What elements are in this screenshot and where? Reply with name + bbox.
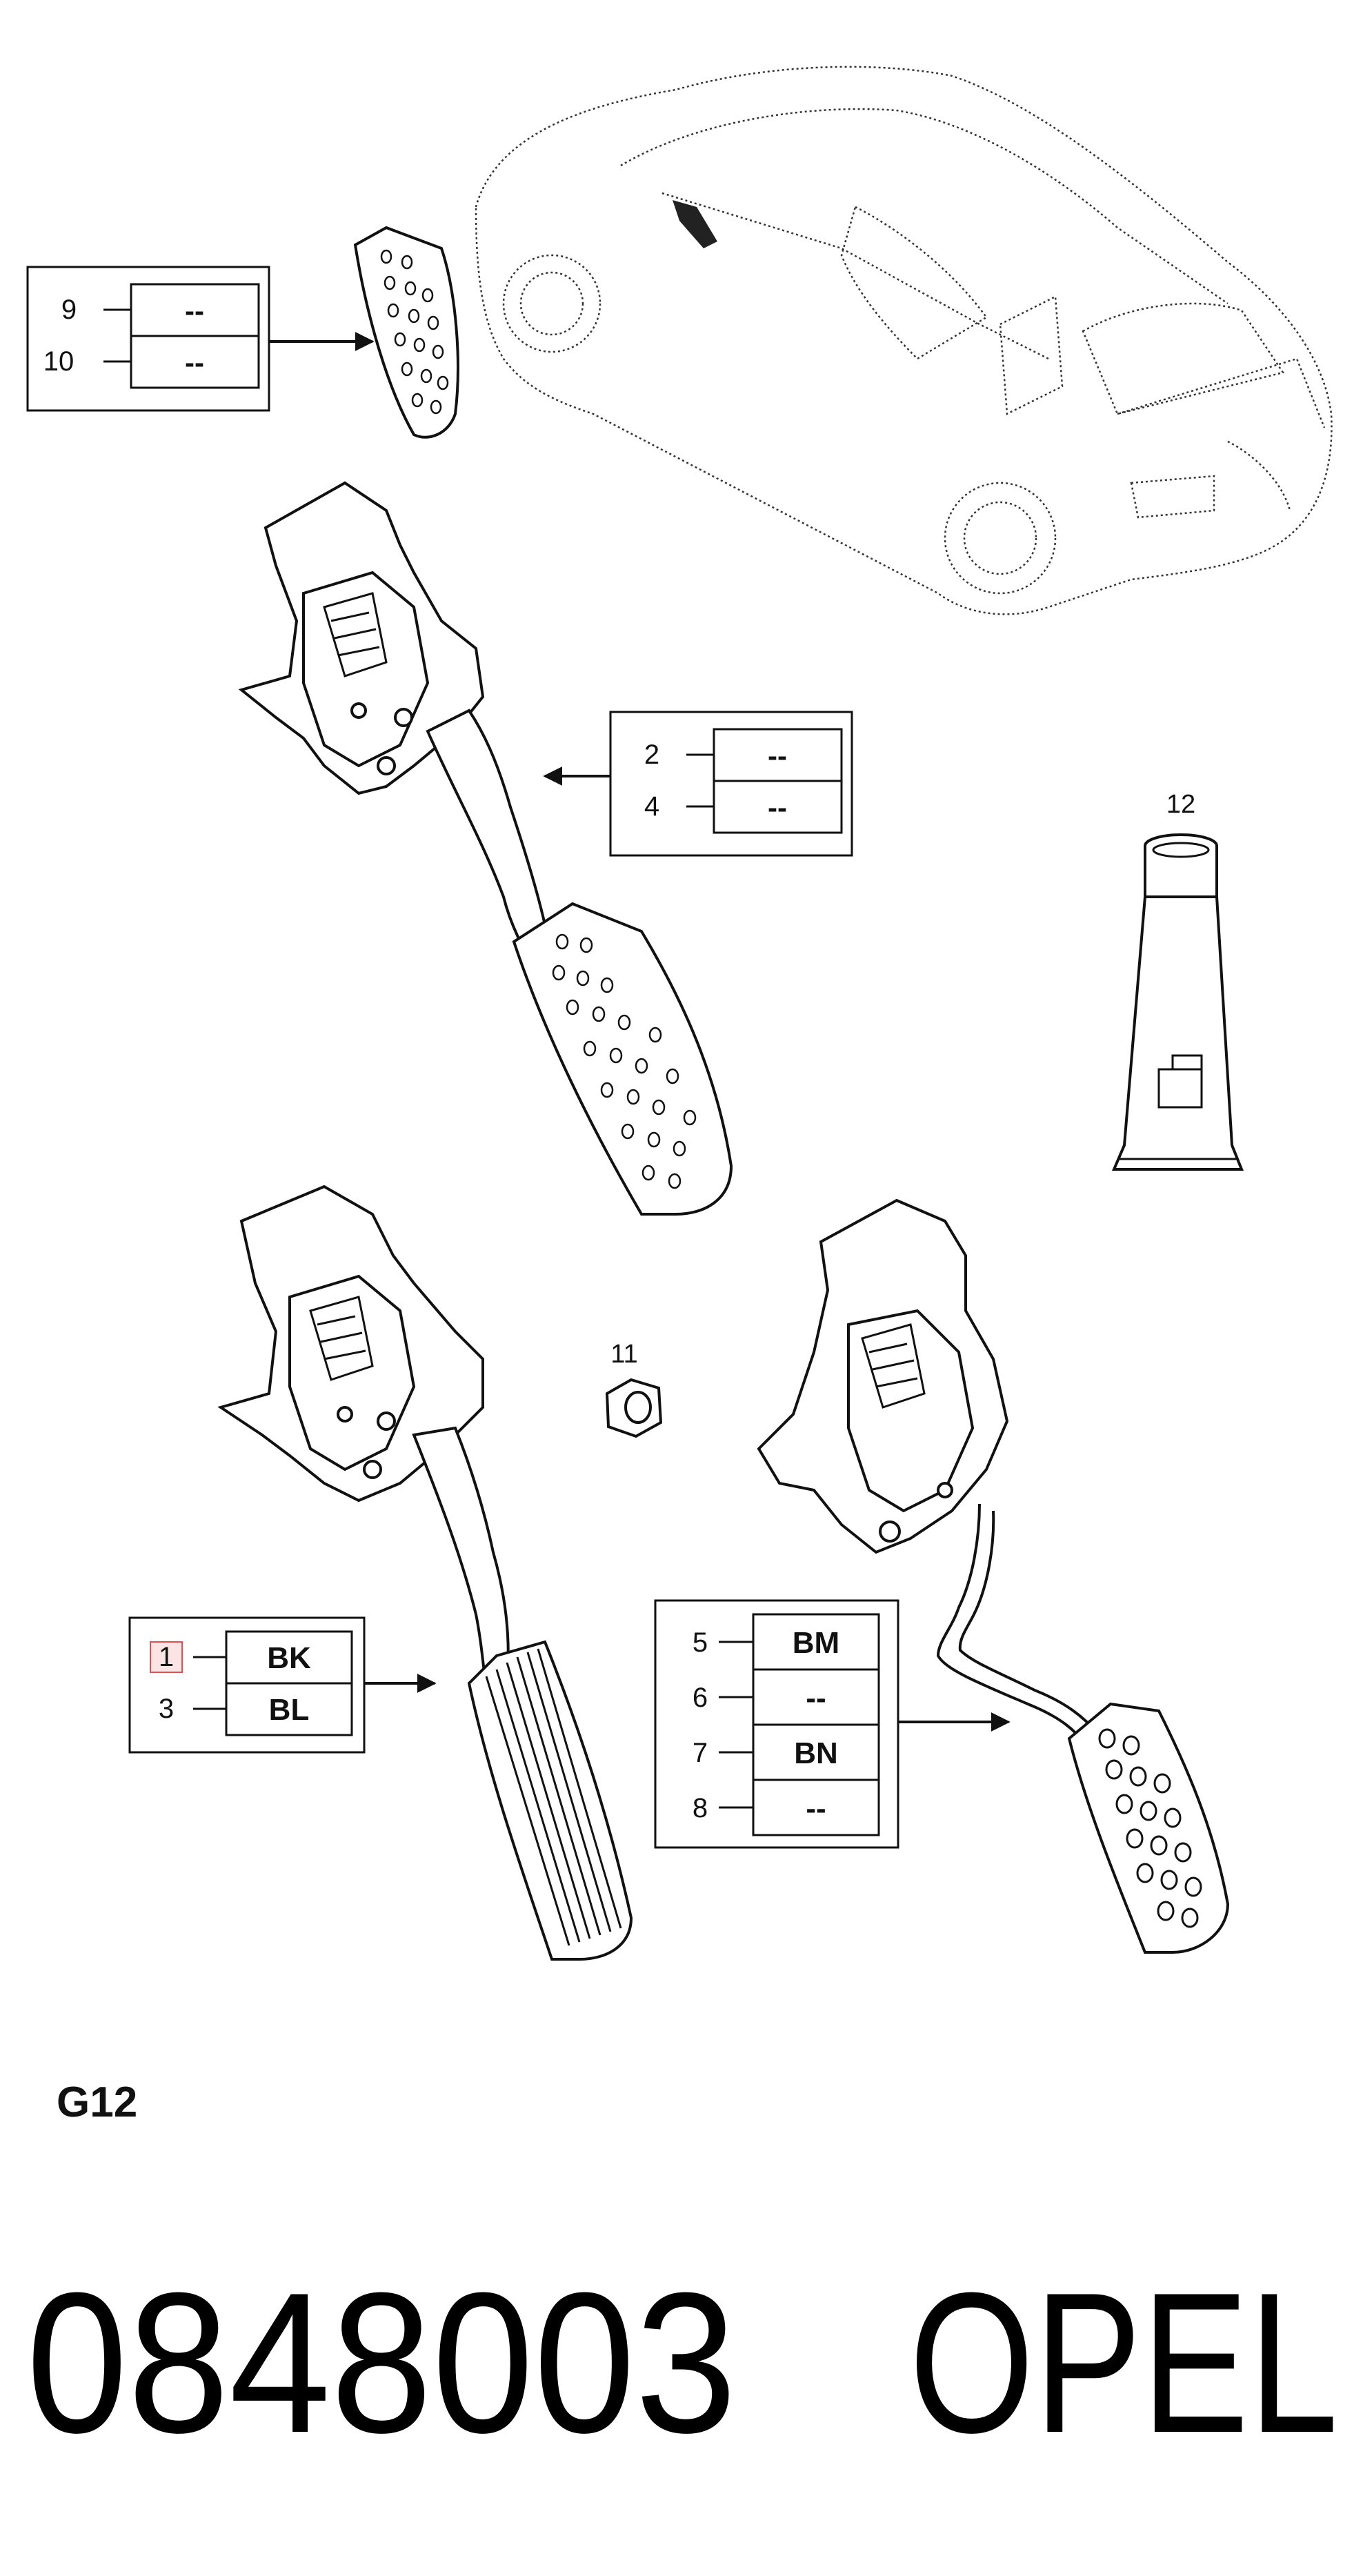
callout-code: BK <box>267 1641 311 1675</box>
callout-ref-number: 5 <box>693 1627 708 1658</box>
highlight-marker <box>150 1641 183 1673</box>
callout-ref-number: 7 <box>693 1738 708 1768</box>
callout-code: -- <box>806 1792 826 1825</box>
brand-name: OPEL <box>909 2251 1338 2475</box>
callout-code: BL <box>269 1693 310 1727</box>
callout-code: -- <box>768 791 787 824</box>
callout-code: BN <box>794 1736 838 1770</box>
callout-top-left: 9 10 -- -- <box>26 266 375 412</box>
accelerator-pedal-assembly-upper <box>238 481 733 1216</box>
callout-ref-number: 10 <box>43 346 74 377</box>
catalog-number: 0848003 <box>26 2251 737 2475</box>
hex-nut <box>605 1378 663 1438</box>
accelerator-pedal-assembly-lower-left <box>217 1185 633 1961</box>
callout-code: -- <box>185 346 204 379</box>
callout-ref-number: 1 <box>159 1642 174 1672</box>
pedal-pad-cover <box>353 226 459 439</box>
callout-ref-number: 8 <box>693 1793 708 1823</box>
callout-bottom-left: 1 3 BK BL <box>128 1616 437 1754</box>
callout-ref-number: 6 <box>693 1683 708 1713</box>
callout-bottom-right: 5 6 7 8 BM -- BN -- <box>654 1599 1011 1849</box>
part-label-nut: 11 <box>610 1340 637 1369</box>
accelerator-pedal-assembly-lower-right <box>757 1198 1230 1954</box>
callout-middle: 2 4 -- -- <box>543 711 853 857</box>
callout-ref-number: 3 <box>159 1694 174 1724</box>
grease-tube <box>1111 833 1244 1171</box>
group-code: G12 <box>57 2079 137 2126</box>
part-label-tube: 12 <box>1166 790 1195 819</box>
callout-ref-number: 4 <box>644 791 659 822</box>
callout-code: -- <box>768 740 787 772</box>
callout-code: -- <box>806 1681 826 1715</box>
callout-code: BM <box>793 1626 839 1660</box>
callout-ref-number: 9 <box>61 295 77 325</box>
car-illustration <box>475 66 1333 615</box>
callout-code: -- <box>185 295 204 327</box>
callout-ref-number: 2 <box>644 740 659 770</box>
